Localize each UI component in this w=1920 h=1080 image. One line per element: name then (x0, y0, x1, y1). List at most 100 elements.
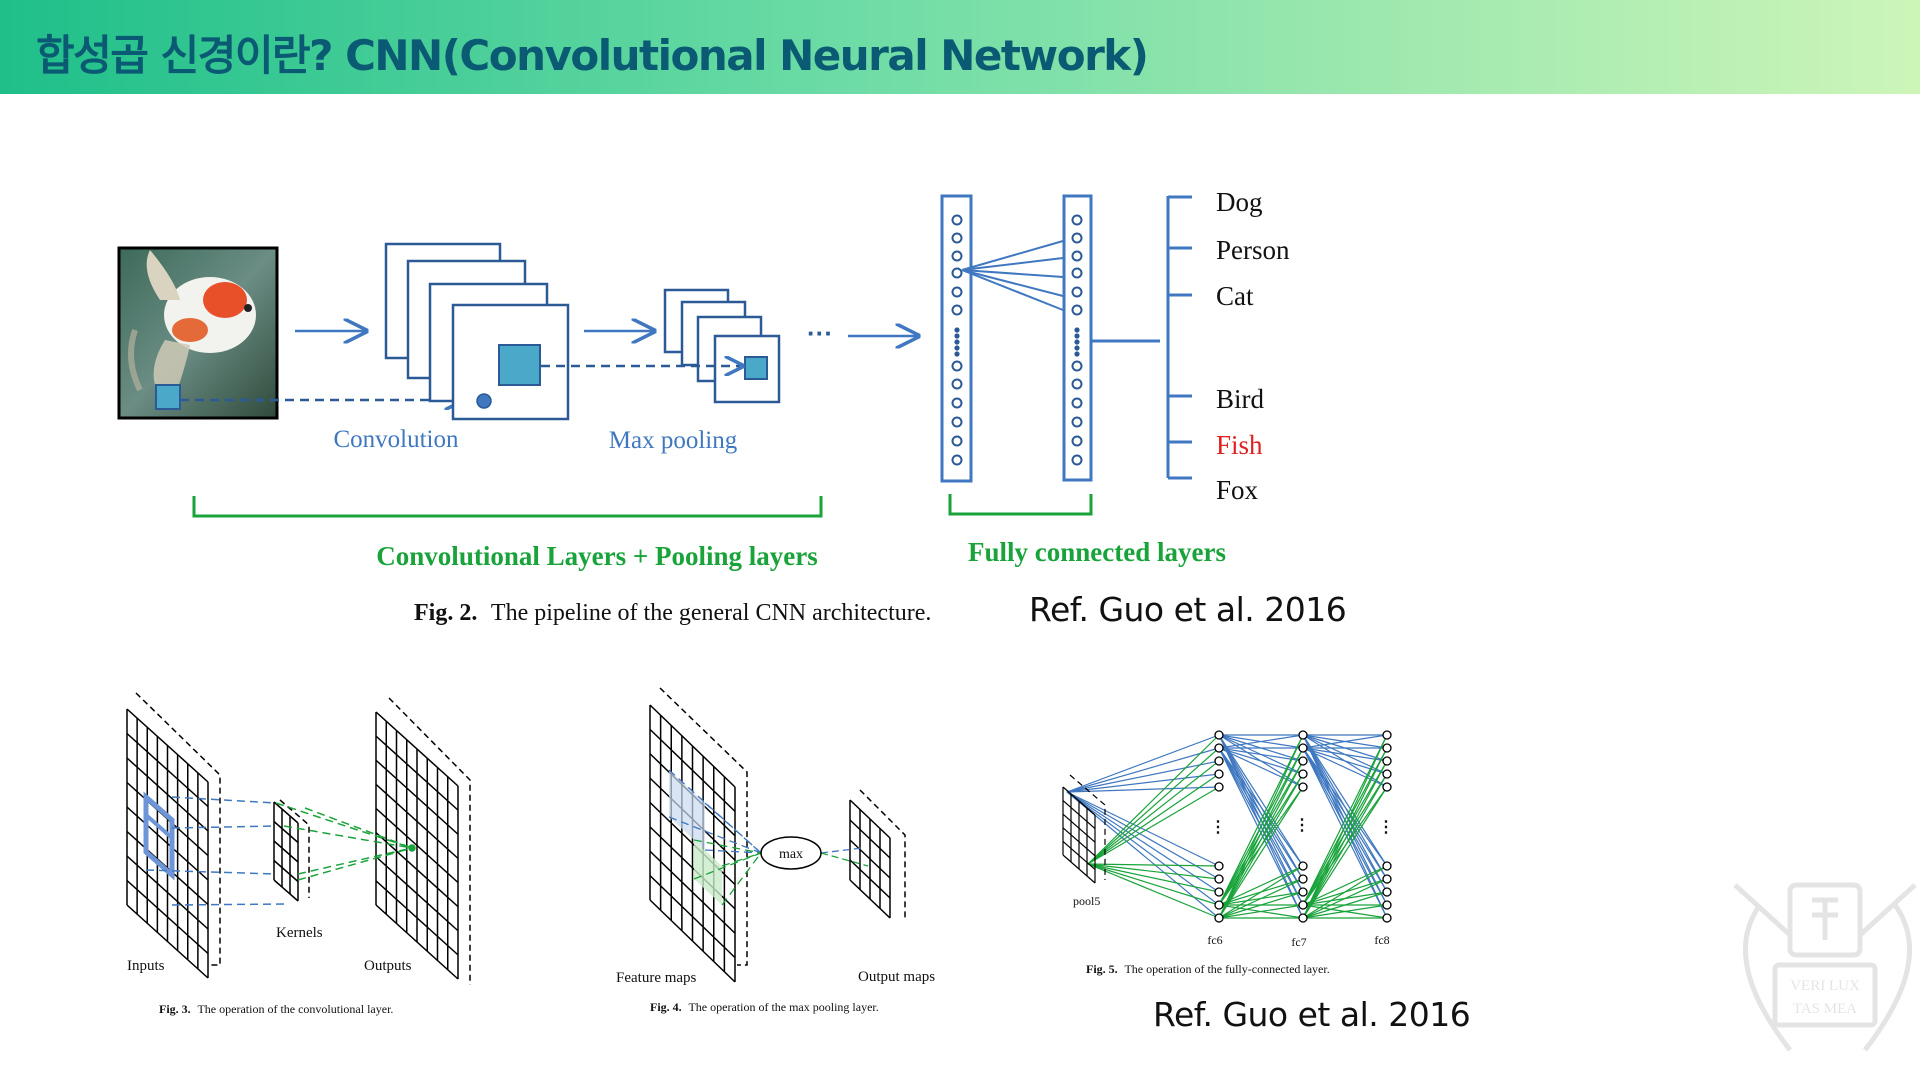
fc-link (1218, 773, 1304, 919)
kernel-to-output-link (275, 802, 413, 849)
label-max-pooling: Max pooling (609, 427, 738, 454)
fig3-label-kernels: Kernels (276, 925, 323, 941)
fc-neuron (1382, 900, 1392, 910)
fc-neuron (1298, 887, 1308, 897)
class-label-bird: Bird (1216, 384, 1265, 414)
fc-link (1087, 773, 1220, 865)
fc-link (1087, 863, 1220, 919)
pool-input-link (721, 852, 762, 867)
fc-neuron (1298, 756, 1308, 766)
neuron-node (1071, 232, 1083, 244)
brace-label-fully-connected: Fully connected layers (968, 537, 1226, 567)
fc-layer-1 (940, 194, 973, 483)
label-convolution: Convolution (333, 426, 459, 453)
fig5-caption-prefix: Fig. 5. (1086, 962, 1118, 976)
layer-outline (859, 789, 906, 920)
fc-neuron (1298, 900, 1308, 910)
fc-link (1066, 791, 1220, 893)
pool-window-blue (669, 770, 705, 850)
neuron-node (1071, 397, 1083, 409)
fc-link (1218, 747, 1304, 880)
neuron-node (951, 378, 963, 390)
input-to-kernel-link (145, 869, 277, 875)
fc-link (1066, 734, 1220, 793)
fig5-fully-connected-operation: ⋮ ⋮ ⋮ pool5 fc6 fc7 fc8 Fig. 5. The oper… (1062, 730, 1394, 976)
fc-neuron (1382, 913, 1392, 923)
fc-neuron (1298, 730, 1308, 740)
fig2-reference: Ref. Guo et al. 2016 (1029, 590, 1347, 629)
fc-link (1302, 786, 1388, 919)
fc-neuron (1214, 730, 1224, 740)
neuron-node (951, 360, 963, 372)
fc-neuron (1214, 861, 1224, 871)
fc-link (1087, 760, 1220, 865)
pool-input-link (668, 816, 762, 854)
grid-line (273, 820, 299, 844)
fc-link (1302, 865, 1388, 919)
fc-link (1302, 891, 1388, 919)
neuron-node (951, 267, 963, 279)
fig4-caption-prefix: Fig. 4. (650, 1000, 682, 1014)
pool-input-link (668, 769, 762, 854)
fc-link (1218, 760, 1304, 919)
fc-link (1066, 791, 1220, 906)
layer-outline (388, 697, 471, 985)
output-activation (408, 844, 416, 852)
neuron-ellipsis-dot (1074, 333, 1080, 339)
svg-text:⋮: ⋮ (1210, 819, 1226, 836)
fig3-label-outputs: Outputs (364, 958, 412, 974)
fc-link (1218, 747, 1304, 919)
neuron-node (1071, 286, 1083, 298)
fc-neuron (1214, 756, 1224, 766)
fc-link (1302, 747, 1388, 919)
class-label-fox: Fox (1216, 475, 1259, 505)
fc-link (1218, 865, 1304, 919)
fig5-caption: Fig. 5. The operation of the fully-conne… (1086, 962, 1330, 976)
fc-link (1087, 786, 1220, 865)
neuron-ellipsis-dot (954, 339, 960, 345)
fc-neuron (1382, 861, 1392, 871)
max-node (760, 836, 822, 870)
kernel-to-output-link (304, 807, 413, 849)
fig4-label-max: max (779, 847, 803, 862)
neuron-ellipsis-dot (954, 333, 960, 339)
input-receptive-field (143, 791, 175, 881)
fig5-label-fc6: fc6 (1207, 933, 1222, 947)
fc-neuron (1382, 756, 1392, 766)
fc-link (1302, 747, 1388, 775)
fc-link (1066, 773, 1220, 793)
fig4-caption-text: The operation of the max pooling layer. (688, 1000, 878, 1014)
fc-link (1302, 734, 1388, 867)
fig5-label-fc7: fc7 (1291, 935, 1306, 949)
fig3-caption-text: The operation of the convolutional layer… (197, 1002, 393, 1016)
neuron-ellipsis-dot (954, 351, 960, 357)
fc-link (1302, 734, 1388, 749)
fig2-caption: Fig. 2. The pipeline of the general CNN … (414, 600, 931, 626)
kernel-to-output-link (297, 847, 413, 881)
neuron-ellipsis-dot (954, 327, 960, 333)
neuron-node (951, 214, 963, 226)
pool-output-link (820, 847, 863, 854)
fc-link (1302, 734, 1388, 906)
neuron-ellipsis-dot (1074, 351, 1080, 357)
fc-neuron (1214, 887, 1224, 897)
slide-title: 합성곱 신경이란? CNN(Convolutional Neural Netwo… (36, 31, 1149, 80)
fc-link (1087, 863, 1220, 880)
fc-link (1218, 904, 1304, 919)
fc-link (1066, 786, 1220, 793)
university-emblem-logo: VERI LUX TAS MEA (1733, 882, 1917, 1052)
neuron-node (1071, 416, 1083, 428)
neuron-node (1071, 214, 1083, 226)
conv-feature-map-stack (384, 242, 570, 421)
fc-link (1087, 863, 1220, 906)
pool-window-green (694, 840, 722, 905)
neuron-node (951, 435, 963, 447)
slide-header: 합성곱 신경이란? CNN(Convolutional Neural Netwo… (0, 0, 1920, 94)
fc-link (1218, 734, 1304, 749)
neuron-node (951, 232, 963, 244)
fc-neuron (1214, 874, 1224, 884)
neuron-node (951, 397, 963, 409)
fc-neuron (1214, 913, 1224, 923)
neuron-ellipsis-dot (1074, 345, 1080, 351)
fc-link (1087, 863, 1220, 867)
